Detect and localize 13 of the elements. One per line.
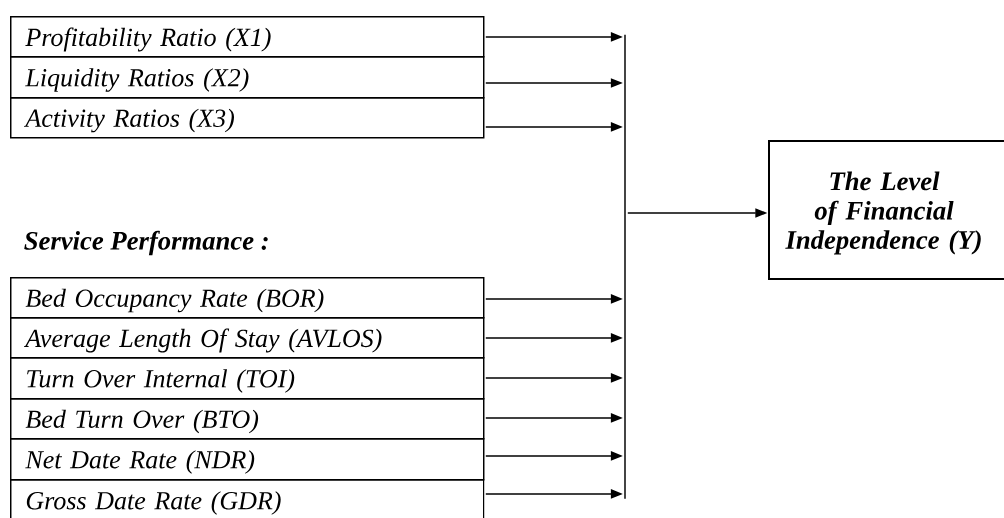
variable-box: Profitability Ratio (X1): [10, 16, 485, 58]
variable-box: Bed Turn Over (BTO): [10, 398, 485, 440]
variable-box: Turn Over Internal (TOI): [10, 357, 485, 400]
outcome-box: [768, 140, 1004, 280]
variable-box: Liquidity Ratios (X2): [10, 56, 485, 99]
bus-line: [624, 34, 626, 499]
outcome-text: The Level of Financial Independence (Y): [785, 171, 981, 255]
group-heading: Service Performance :: [24, 230, 268, 256]
variable-box: Gross Date Rate (GDR): [10, 479, 485, 518]
variable-box: Net Date Rate (NDR): [10, 438, 485, 481]
variable-box: Average Length Of Stay (AVLOS): [10, 317, 485, 359]
variable-box: Bed Occupancy Rate (BOR): [10, 277, 485, 319]
variable-box: Activity Ratios (X3): [10, 97, 485, 139]
